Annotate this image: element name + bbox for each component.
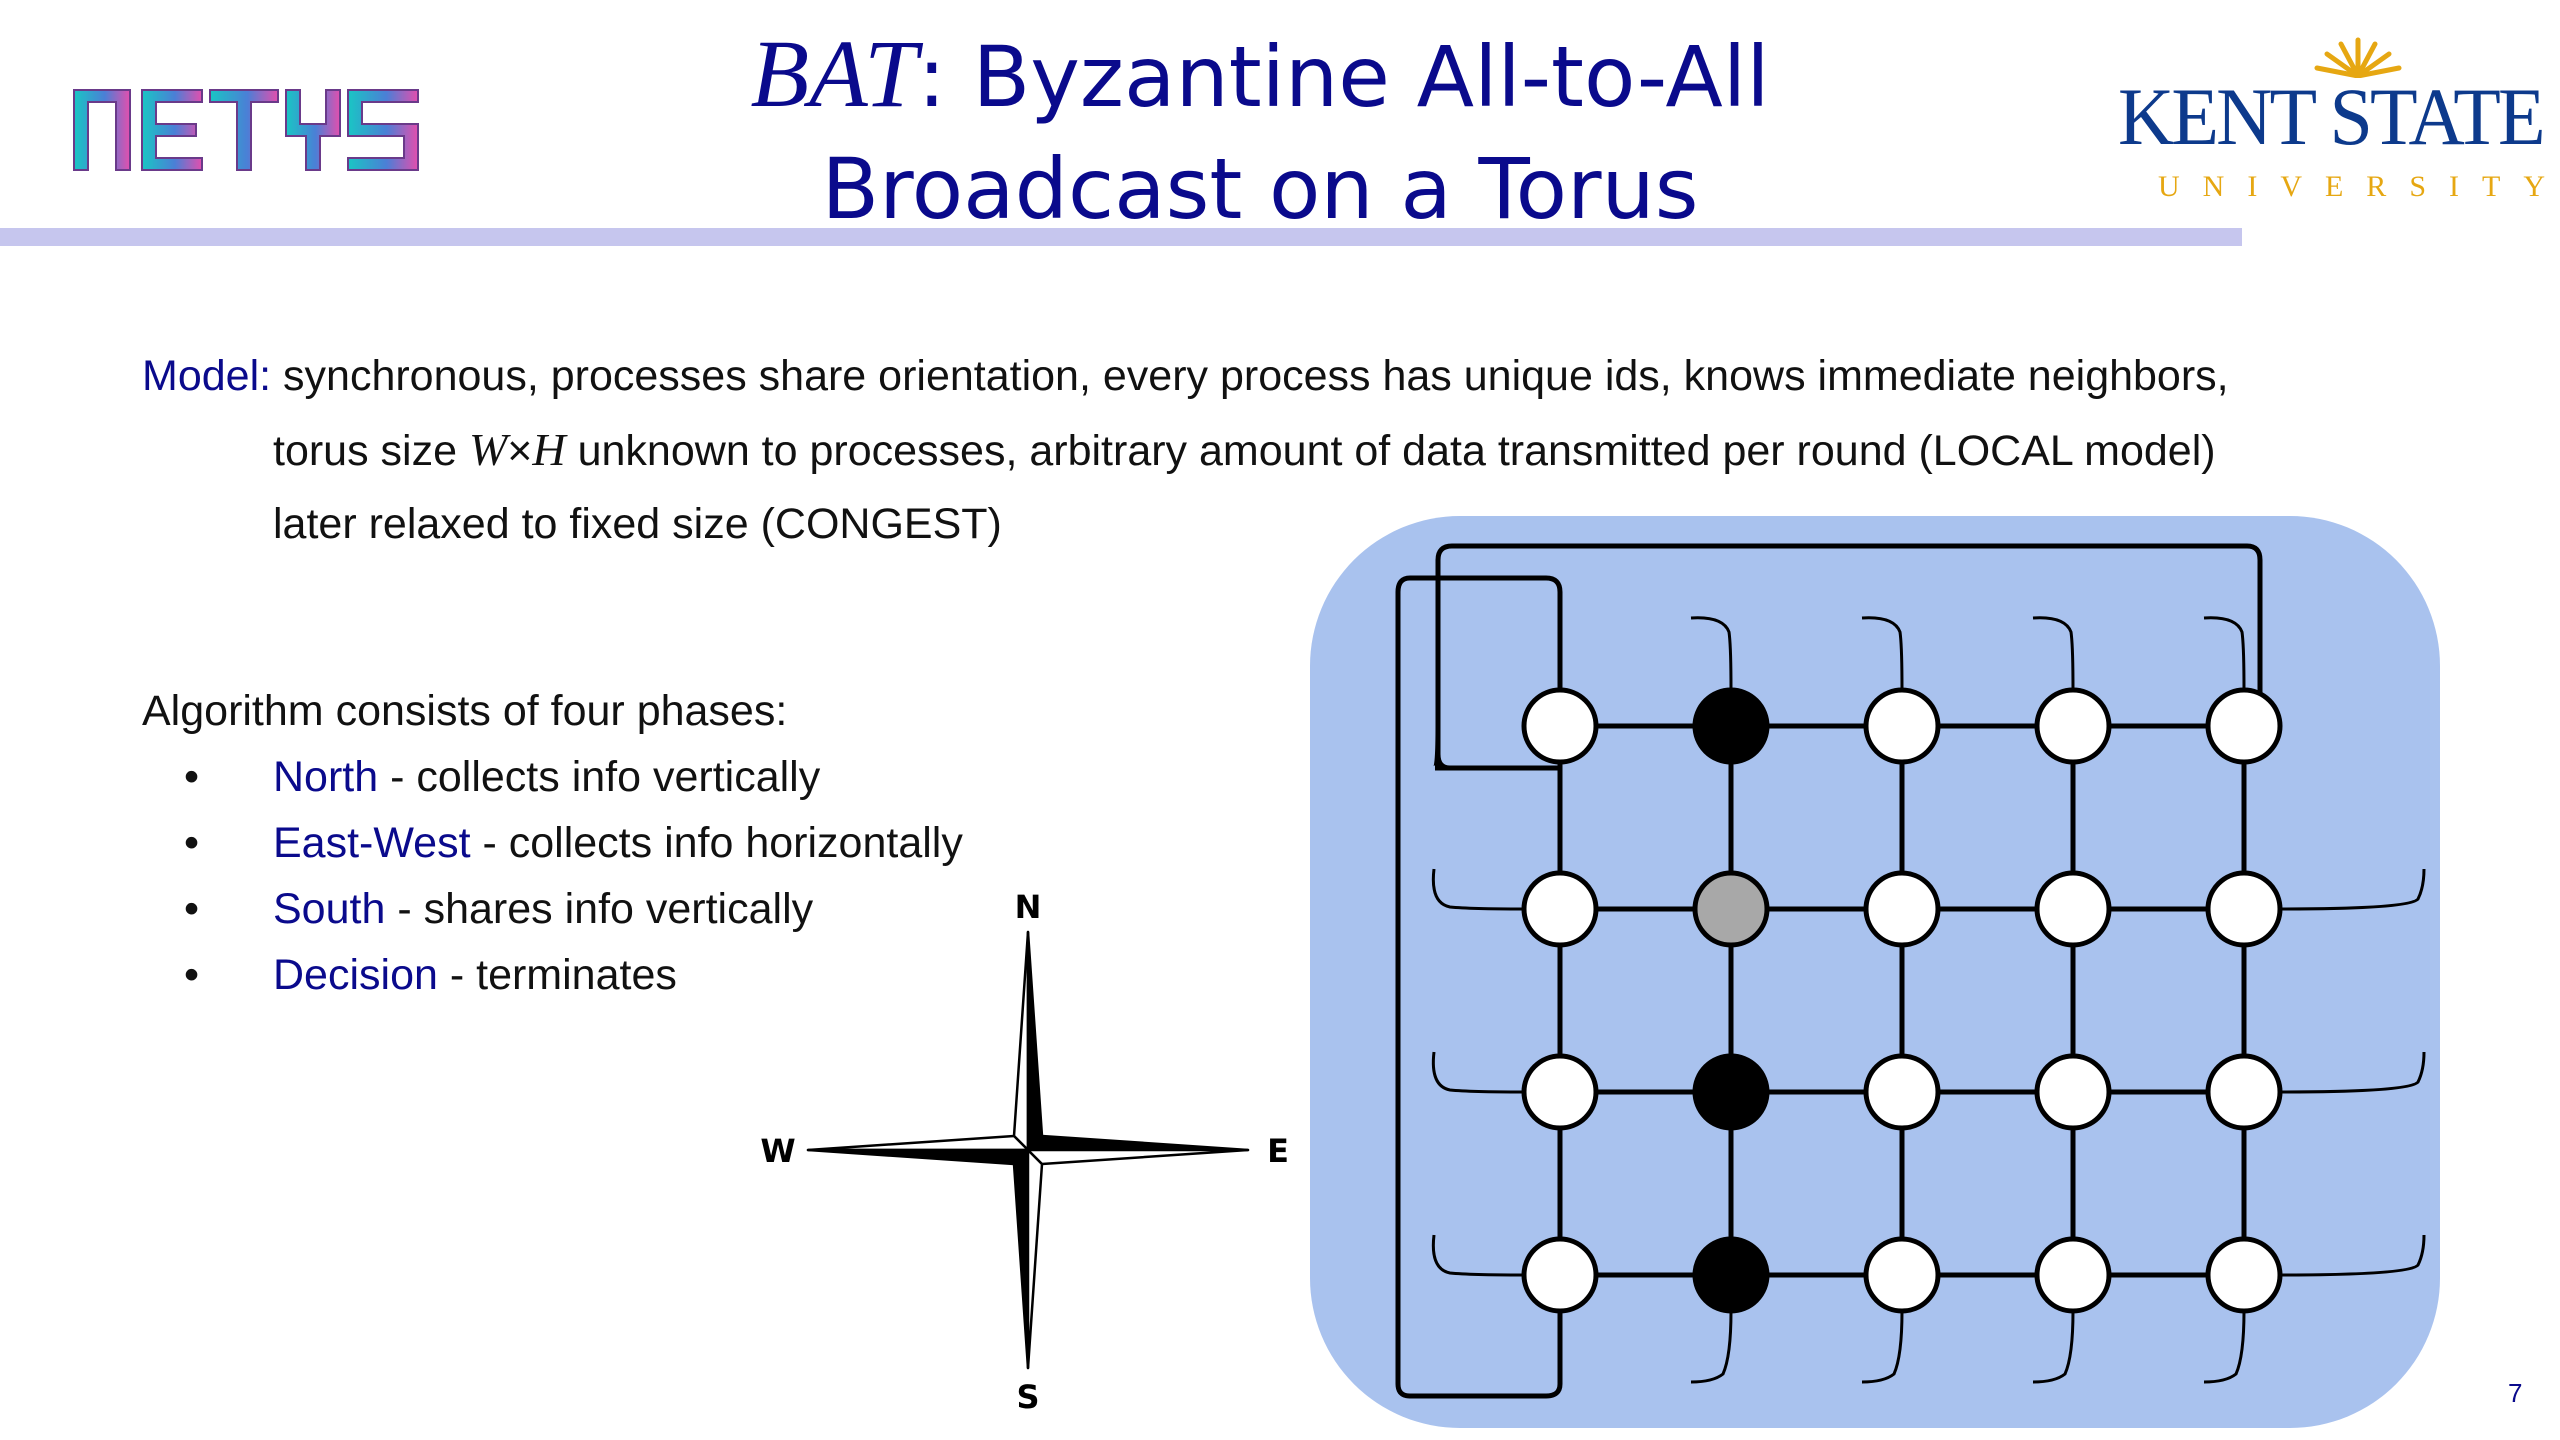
model-line2-pre: torus size — [273, 427, 469, 475]
compass-rose: N E S W — [750, 880, 1310, 1425]
model-line2-post: unknown to processes, arbitrary amount o… — [565, 427, 2216, 475]
phase-name: South — [273, 885, 386, 933]
slide-title: BAT: Byzantine All-to-All Broadcast on a… — [560, 18, 1960, 245]
wrap-stub-top — [2032, 616, 2075, 691]
torus-node-black — [1692, 1236, 1770, 1314]
torus-node-white — [1521, 687, 1599, 765]
title-bat: BAT — [750, 20, 918, 127]
compass-icon: N E S W — [760, 888, 1289, 1416]
var-w: W — [468, 424, 508, 475]
model-line-1: Model: synchronous, processes share orie… — [142, 340, 2442, 413]
kent-university-text: UNIVERSITY — [2158, 170, 2560, 203]
torus-node-white — [2205, 1053, 2283, 1131]
torus-node-white — [2034, 687, 2112, 765]
phase-name: North — [273, 753, 379, 801]
title-line-2: Broadcast on a Torus — [821, 140, 1699, 238]
phase-item: • East-West - collects info horizontally — [142, 810, 963, 876]
kent-state-wordmark: KENT STATE — [2118, 71, 2546, 162]
phase-desc: - collects info horizontally — [470, 819, 963, 867]
torus-grid — [1557, 723, 2247, 1278]
torus-node-white — [2205, 687, 2283, 765]
compass-e: E — [1267, 1132, 1289, 1170]
torus-nodes — [1521, 687, 2283, 1314]
phase-desc: - terminates — [437, 951, 677, 999]
wrap-stub-bottom — [2203, 1310, 2246, 1384]
phase-desc: - shares info vertically — [385, 885, 814, 933]
wrap-stub-top — [2203, 616, 2246, 691]
wrap-stub-bottom — [2032, 1310, 2075, 1384]
wrap-stub-left — [1431, 1234, 1525, 1277]
model-label: Model: — [142, 352, 272, 400]
model-line-3: later relaxed to fixed size (CONGEST) — [273, 500, 1002, 548]
torus-node-white — [2034, 870, 2112, 948]
bullet-icon: • — [184, 885, 200, 933]
wrap-stub-right — [2279, 868, 2426, 911]
wrap-stub-top — [1690, 616, 1733, 691]
torus-node-white — [2205, 1236, 2283, 1314]
wrap-stub-bottom — [1690, 1310, 1733, 1384]
title-line-1: BAT: Byzantine All-to-All — [560, 18, 1960, 133]
torus-node-gray — [1692, 870, 1770, 948]
bullet-icon: • — [184, 819, 200, 867]
model-paragraph: Model: synchronous, processes share orie… — [142, 340, 2442, 561]
torus-node-white — [1863, 870, 1941, 948]
phase-item: • North - collects info vertically — [142, 744, 963, 810]
torus-diagram — [1395, 543, 2426, 1399]
phase-item: • Decision - terminates — [142, 942, 963, 1008]
wrap-stub-bottom — [1861, 1310, 1904, 1384]
phase-item: • South - shares info vertically — [142, 876, 963, 942]
torus-node-white — [2034, 1236, 2112, 1314]
compass-n: N — [1015, 888, 1042, 926]
times-symbol: × — [507, 427, 533, 475]
torus-node-white — [1521, 870, 1599, 948]
title-rest: : Byzantine All-to-All — [917, 28, 1770, 126]
wrap-stub-right — [2279, 1234, 2426, 1277]
page-number: 7 — [2508, 1378, 2523, 1408]
compass-s: S — [1016, 1378, 1039, 1416]
netys-logo-graphic — [73, 89, 419, 171]
bullet-icon: • — [184, 753, 200, 801]
title-underline — [0, 228, 2242, 246]
torus-node-black — [1692, 687, 1770, 765]
wrap-stub-left — [1431, 1051, 1525, 1094]
wrap-stub-top — [1861, 616, 1904, 691]
netys-logo — [72, 80, 422, 185]
torus-node-white — [1863, 687, 1941, 765]
var-h: H — [532, 424, 566, 475]
bullet-icon: • — [184, 951, 200, 999]
wrap-stub-right — [2279, 1051, 2426, 1094]
wrap-stub-left — [1431, 868, 1525, 911]
algorithm-section: Algorithm consists of four phases: • Nort… — [142, 678, 963, 1008]
compass-w: W — [760, 1132, 795, 1170]
torus-wrap-stubs — [1431, 616, 2426, 1384]
phase-list: • North - collects info vertically • East-… — [142, 744, 963, 1008]
torus-node-white — [1521, 1236, 1599, 1314]
torus-node-white — [2205, 870, 2283, 948]
torus-node-white — [1863, 1236, 1941, 1314]
torus-node-black — [1692, 1053, 1770, 1131]
torus-node-white — [1521, 1053, 1599, 1131]
model-line-2: torus size W×H unknown to processes, arb… — [142, 413, 2442, 488]
model-line1-text: synchronous, processes share orientation… — [283, 352, 2229, 400]
sun-icon — [2314, 37, 2402, 78]
phase-name: Decision — [273, 951, 438, 999]
phase-name: East-West — [273, 819, 471, 867]
phase-desc: - collects info vertically — [378, 753, 821, 801]
torus-node-white — [1863, 1053, 1941, 1131]
torus-node-white — [2034, 1053, 2112, 1131]
algorithm-heading: Algorithm consists of four phases: — [142, 687, 788, 735]
